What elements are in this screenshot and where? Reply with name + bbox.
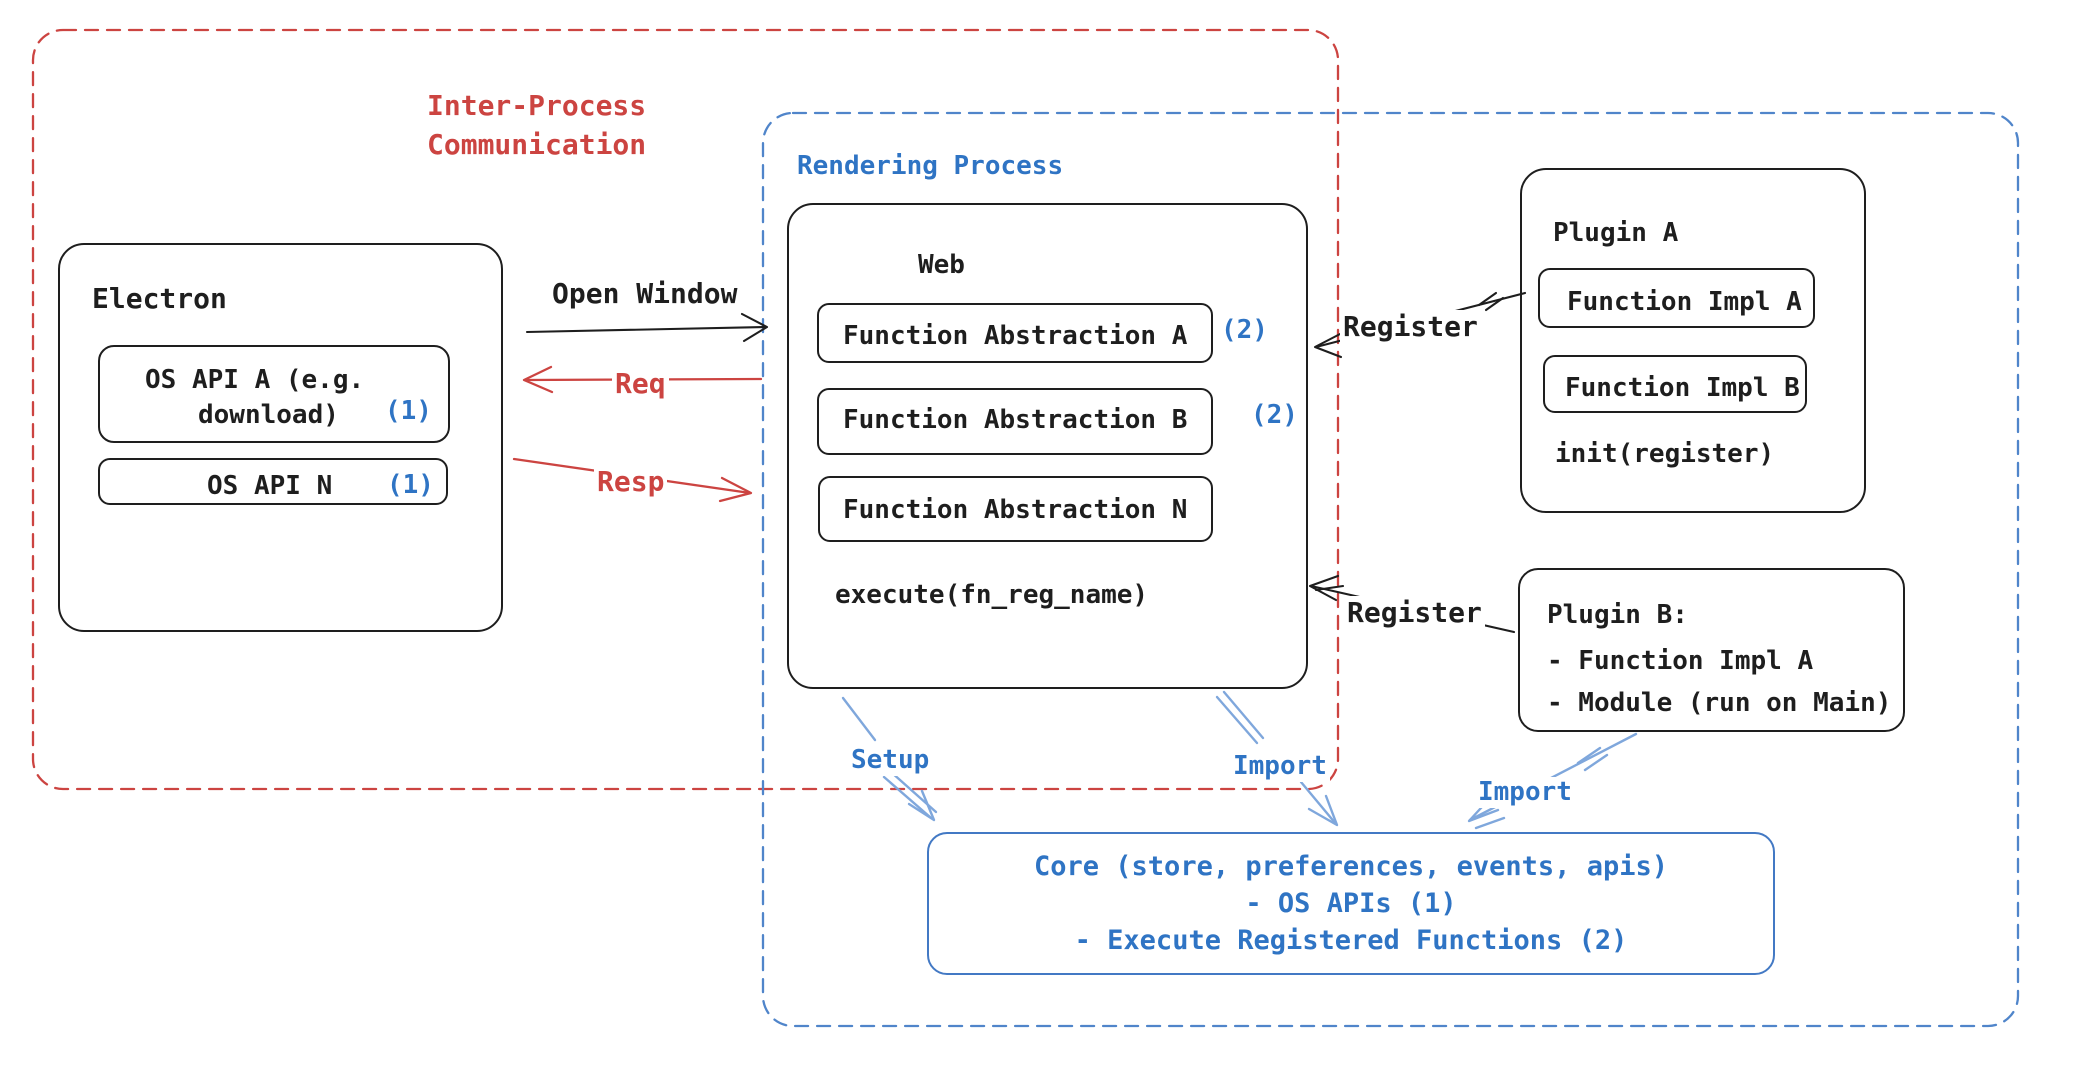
import-pluginb-tick-2: [1583, 753, 1609, 772]
os-api-a-label-line2: download): [198, 400, 339, 430]
register-b-arrowhead: [1308, 574, 1340, 602]
register-plugin-a-label: Register: [1340, 310, 1481, 344]
plugin-b-title: Plugin B:: [1547, 600, 1688, 630]
import-web-segment-1a: [1215, 695, 1259, 745]
rendering-region-title: Rendering Process: [797, 151, 1064, 181]
register-a-tick-1: [1477, 291, 1498, 307]
plugin-b-item-1: - Function Impl A: [1547, 646, 1814, 676]
os-api-a-label-line1: OS API A (e.g.: [145, 365, 365, 395]
import-web-segment-2: [1299, 780, 1338, 826]
function-abstraction-b-ref: (2): [1251, 400, 1298, 430]
open-window-arrow-line: [525, 325, 768, 334]
os-api-n-ref: (1): [387, 470, 434, 500]
core-line-2: - OS APIs (1): [1245, 888, 1457, 919]
function-abstraction-a-label: Function Abstraction A: [843, 321, 1188, 351]
resp-arrowhead: [718, 476, 753, 503]
function-abstraction-b-label: Function Abstraction B: [843, 405, 1188, 435]
function-impl-a-label: Function Impl A: [1567, 287, 1802, 317]
setup-arrow-segment-2a: [882, 775, 932, 819]
register-a-tick-2: [1484, 296, 1505, 312]
init-register-label: init(register): [1555, 439, 1775, 469]
execute-label: execute(fn_reg_name): [835, 580, 1149, 610]
import-plugin-b-label: Import: [1475, 777, 1575, 808]
setup-arrowhead: [907, 789, 936, 822]
os-api-a-ref: (1): [385, 396, 432, 426]
function-impl-b-label: Function Impl B: [1565, 373, 1800, 403]
open-window-arrowhead: [740, 312, 769, 343]
function-abstraction-a-ref: (2): [1221, 315, 1268, 345]
register-b-arrowhead-extra: [1314, 584, 1345, 592]
core-line-3: - Execute Registered Functions (2): [1074, 925, 1628, 956]
open-window-label: Open Window: [552, 277, 738, 310]
plugin-a-title: Plugin A: [1553, 218, 1679, 248]
import-pluginb-tick-1: [1576, 746, 1602, 765]
req-label: Req: [612, 367, 669, 401]
core-text: Core (store, preferences, events, apis) …: [927, 832, 1775, 975]
resp-label: Resp: [594, 465, 668, 499]
web-title: Web: [918, 250, 965, 280]
electron-title: Electron: [92, 282, 227, 315]
setup-label: Setup: [848, 745, 933, 776]
core-line-1: Core (store, preferences, events, apis): [1034, 851, 1668, 882]
import-web-arrowhead: [1307, 794, 1339, 827]
setup-arrow-segment-1: [841, 696, 877, 742]
setup-arrow-segment-2b: [889, 770, 938, 814]
register-plugin-b-label: Register: [1344, 596, 1485, 630]
req-arrowhead: [522, 365, 554, 394]
register-a-arrowhead: [1313, 331, 1344, 359]
os-api-n-label: OS API N: [207, 471, 333, 501]
function-abstraction-n-label: Function Abstraction N: [843, 495, 1188, 525]
import-pluginb-arrowhead-extra: [1474, 816, 1506, 830]
import-web-segment-1b: [1222, 690, 1265, 740]
plugin-b-item-2: - Module (run on Main): [1547, 688, 1892, 718]
import-web-label: Import: [1230, 751, 1330, 782]
